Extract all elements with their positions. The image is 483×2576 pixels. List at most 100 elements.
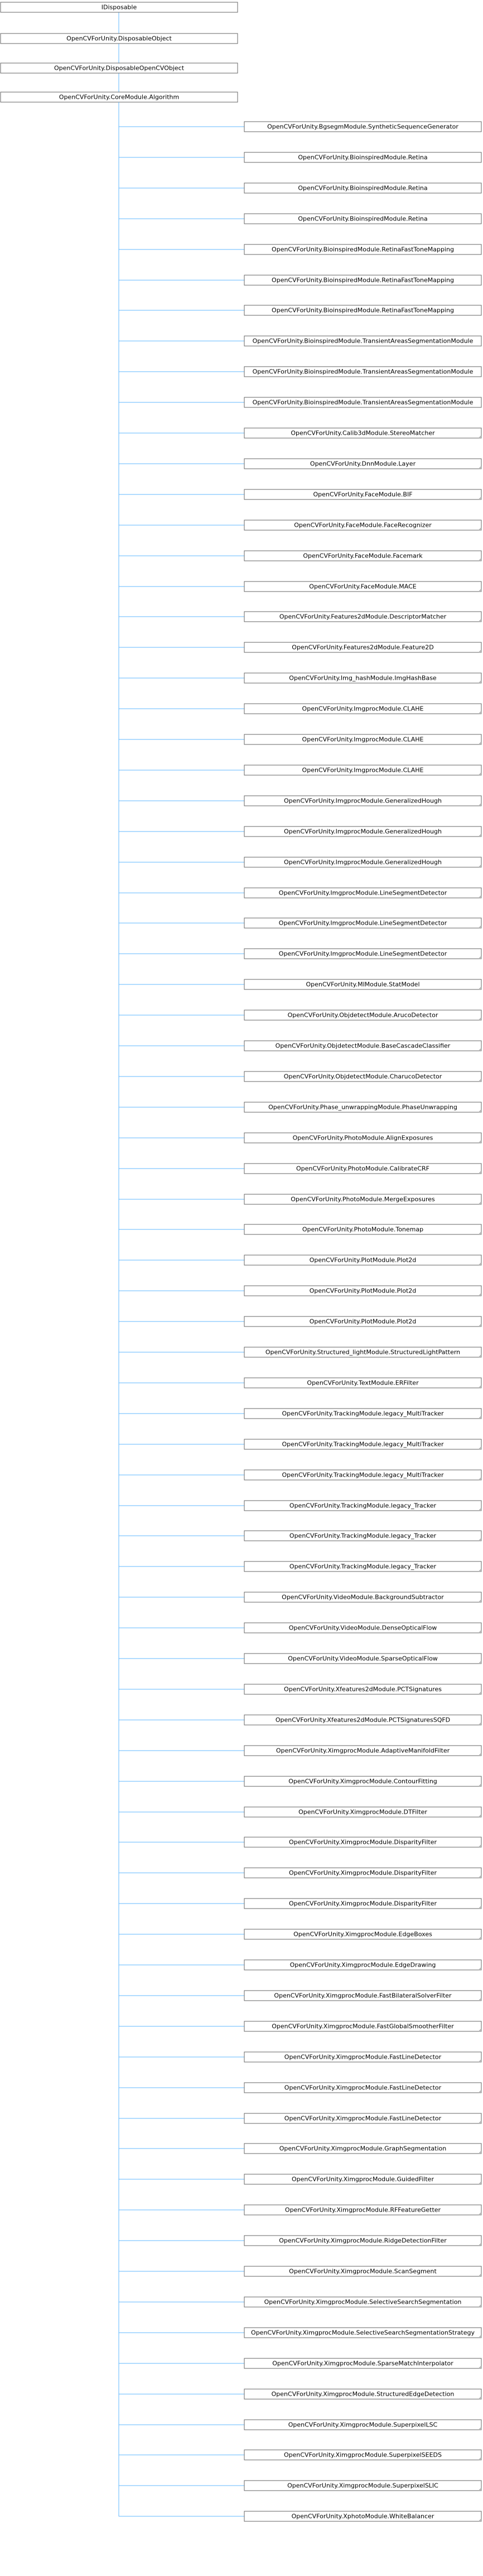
class-node[interactable]: OpenCVForUnity.ImgprocModule.CLAHE [244,765,482,776]
fold-marker-icon [478,1537,482,1541]
class-node[interactable]: OpenCVForUnity.TrackingModule.legacy_Mul… [244,1439,482,1450]
class-node[interactable]: OpenCVForUnity.XimgprocModule.DTFilter [244,1806,482,1818]
class-node[interactable]: OpenCVForUnity.XimgprocModule.FastBilate… [244,1990,482,2001]
class-node[interactable]: OpenCVForUnity.VideoModule.BackgroundSub… [244,1592,482,1603]
class-node[interactable]: OpenCVForUnity.ImgprocModule.CLAHE [244,703,482,714]
class-node[interactable]: OpenCVForUnity.PhotoModule.AlignExposure… [244,1132,482,1143]
class-node[interactable]: OpenCVForUnity.XimgprocModule.Structured… [244,2388,482,2400]
class-node[interactable]: OpenCVForUnity.XimgprocModule.DisparityF… [244,1837,482,1848]
class-node[interactable]: OpenCVForUnity.ObjdetectModule.ArucoDete… [244,1010,482,1021]
class-node[interactable]: OpenCVForUnity.FaceModule.BIF [244,489,482,500]
class-node[interactable]: OpenCVForUnity.PlotModule.Plot2d [244,1316,482,1327]
class-node[interactable]: OpenCVForUnity.Features2dModule.Descript… [244,611,482,622]
class-node-box [244,1592,482,1603]
class-node[interactable]: OpenCVForUnity.XimgprocModule.SelectiveS… [244,2296,482,2308]
class-node[interactable]: OpenCVForUnity.PlotModule.Plot2d [244,1255,482,1266]
class-node[interactable]: OpenCVForUnity.Img_hashModule.ImgHashBas… [244,672,482,684]
fold-marker-icon [478,2242,482,2246]
root-node-1[interactable]: OpenCVForUnity.DisposableObject [0,33,238,44]
fold-marker-icon [478,1078,482,1082]
class-node[interactable]: OpenCVForUnity.VideoModule.SparseOptical… [244,1653,482,1664]
class-node[interactable]: OpenCVForUnity.XimgprocModule.FastLineDe… [244,2051,482,2063]
class-node[interactable]: OpenCVForUnity.PhotoModule.CalibrateCRF [244,1163,482,1174]
class-node[interactable]: OpenCVForUnity.BioinspiredModule.RetinaF… [244,305,482,316]
root-node-2-box [0,63,238,74]
root-node-3[interactable]: OpenCVForUnity.CoreModule.Algorithm [0,92,238,103]
class-node[interactable]: OpenCVForUnity.XimgprocModule.GuidedFilt… [244,2174,482,2185]
class-node[interactable]: OpenCVForUnity.XimgprocModule.RidgeDetec… [244,2235,482,2246]
class-node[interactable]: OpenCVForUnity.FaceModule.FaceRecognizer [244,520,482,531]
class-node[interactable]: OpenCVForUnity.ImgprocModule.Generalized… [244,826,482,837]
class-node-box [244,1102,482,1113]
class-node[interactable]: OpenCVForUnity.TrackingModule.legacy_Tra… [244,1500,482,1511]
class-node[interactable]: OpenCVForUnity.ImgprocModule.CLAHE [244,734,482,745]
class-node[interactable]: OpenCVForUnity.ImgprocModule.LineSegment… [244,948,482,959]
class-node[interactable]: OpenCVForUnity.BioinspiredModule.Retina [244,182,482,194]
class-node[interactable]: OpenCVForUnity.DnnModule.Layer [244,458,482,469]
class-node[interactable]: OpenCVForUnity.Features2dModule.Feature2… [244,642,482,653]
class-node[interactable]: OpenCVForUnity.TrackingModule.legacy_Mul… [244,1408,482,1419]
class-node-label: OpenCVForUnity.BioinspiredModule.RetinaF… [272,277,454,284]
class-node[interactable]: OpenCVForUnity.PhotoModule.MergeExposure… [244,1194,482,1205]
class-node[interactable]: OpenCVForUnity.XimgprocModule.EdgeDrawin… [244,1959,482,1971]
root-node-2[interactable]: OpenCVForUnity.DisposableOpenCVObject [0,63,238,74]
class-node[interactable]: OpenCVForUnity.Calib3dModule.StereoMatch… [244,427,482,439]
class-node[interactable]: OpenCVForUnity.BioinspiredModule.Transie… [244,397,482,408]
class-node-box [244,2051,482,2063]
root-node-0[interactable]: IDisposable [0,2,238,13]
class-node[interactable]: OpenCVForUnity.Xfeatures2dModule.PCTSign… [244,1714,482,1726]
class-node[interactable]: OpenCVForUnity.BioinspiredModule.RetinaF… [244,244,482,255]
fold-marker-icon [478,1477,482,1481]
class-node[interactable]: OpenCVForUnity.TextModule.ERFilter [244,1377,482,1388]
class-node[interactable]: OpenCVForUnity.XimgprocModule.SelectiveS… [244,2327,482,2338]
class-node-box [244,1745,482,1756]
class-node[interactable]: OpenCVForUnity.ImgprocModule.Generalized… [244,857,482,868]
class-node[interactable]: OpenCVForUnity.TrackingModule.legacy_Mul… [244,1469,482,1481]
class-node[interactable]: OpenCVForUnity.XimgprocModule.FastGlobal… [244,2021,482,2032]
class-node[interactable]: OpenCVForUnity.XimgprocModule.FastLineDe… [244,2113,482,2124]
class-node[interactable]: OpenCVForUnity.XimgprocModule.Superpixel… [244,2419,482,2430]
class-node[interactable]: OpenCVForUnity.Phase_unwrappingModule.Ph… [244,1102,482,1113]
class-node[interactable]: OpenCVForUnity.XimgprocModule.AdaptiveMa… [244,1745,482,1756]
class-node[interactable]: OpenCVForUnity.BioinspiredModule.Transie… [244,335,482,347]
class-node[interactable]: OpenCVForUnity.TrackingModule.legacy_Tra… [244,1530,482,1541]
class-node[interactable]: OpenCVForUnity.XimgprocModule.Superpixel… [244,2449,482,2460]
class-node[interactable]: OpenCVForUnity.XimgprocModule.DisparityF… [244,1898,482,1909]
class-node-label: OpenCVForUnity.ImgprocModule.LineSegment… [279,950,447,958]
class-node[interactable]: OpenCVForUnity.XimgprocModule.GraphSegme… [244,2143,482,2154]
class-node[interactable]: OpenCVForUnity.XimgprocModule.SparseMatc… [244,2358,482,2369]
class-node-box [244,550,482,561]
class-node[interactable]: OpenCVForUnity.VideoModule.DenseOpticalF… [244,1622,482,1633]
class-node[interactable]: OpenCVForUnity.BioinspiredModule.Retina [244,152,482,163]
class-node[interactable]: OpenCVForUnity.ObjdetectModule.CharucoDe… [244,1071,482,1082]
class-node[interactable]: OpenCVForUnity.ImgprocModule.Generalized… [244,795,482,806]
class-node[interactable]: OpenCVForUnity.XimgprocModule.Superpixel… [244,2480,482,2491]
class-node[interactable]: OpenCVForUnity.FaceModule.Facemark [244,550,482,561]
class-node[interactable]: OpenCVForUnity.Structured_lightModule.St… [244,1347,482,1358]
class-node[interactable]: OpenCVForUnity.BioinspiredModule.RetinaF… [244,275,482,286]
class-node[interactable]: OpenCVForUnity.PhotoModule.Tonemap [244,1224,482,1235]
class-node-label: OpenCVForUnity.Features2dModule.Feature2… [292,644,433,651]
class-node[interactable]: OpenCVForUnity.XimgprocModule.FastLineDe… [244,2082,482,2093]
class-node[interactable]: OpenCVForUnity.ImgprocModule.LineSegment… [244,887,482,898]
class-node[interactable]: OpenCVForUnity.XphotoModule.WhiteBalance… [244,2511,482,2522]
class-node[interactable]: OpenCVForUnity.PlotModule.Plot2d [244,1285,482,1296]
class-node[interactable]: OpenCVForUnity.XimgprocModule.ContourFit… [244,1776,482,1787]
class-node[interactable]: OpenCVForUnity.BgsegmModule.SyntheticSeq… [244,121,482,132]
class-node-label: OpenCVForUnity.XphotoModule.WhiteBalance… [292,2513,434,2520]
class-node[interactable]: OpenCVForUnity.MlModule.StatModel [244,979,482,990]
class-node[interactable]: OpenCVForUnity.XimgprocModule.EdgeBoxes [244,1929,482,1940]
class-node[interactable]: OpenCVForUnity.BioinspiredModule.Transie… [244,366,482,377]
fold-marker-icon [478,1967,482,1971]
class-node[interactable]: OpenCVForUnity.TrackingModule.legacy_Tra… [244,1561,482,1572]
class-node[interactable]: OpenCVForUnity.XimgprocModule.RFFeatureG… [244,2204,482,2215]
class-node[interactable]: OpenCVForUnity.ImgprocModule.LineSegment… [244,917,482,929]
class-node[interactable]: OpenCVForUnity.XimgprocModule.DisparityF… [244,1867,482,1878]
class-node-box [244,1255,482,1266]
class-node[interactable]: OpenCVForUnity.XimgprocModule.ScanSegmen… [244,2266,482,2277]
class-node[interactable]: OpenCVForUnity.Xfeatures2dModule.PCTSign… [244,1684,482,1695]
class-node-box [244,1010,482,1021]
class-node[interactable]: OpenCVForUnity.ObjdetectModule.BaseCasca… [244,1040,482,1051]
class-node[interactable]: OpenCVForUnity.FaceModule.MACE [244,581,482,592]
class-node[interactable]: OpenCVForUnity.BioinspiredModule.Retina [244,213,482,224]
